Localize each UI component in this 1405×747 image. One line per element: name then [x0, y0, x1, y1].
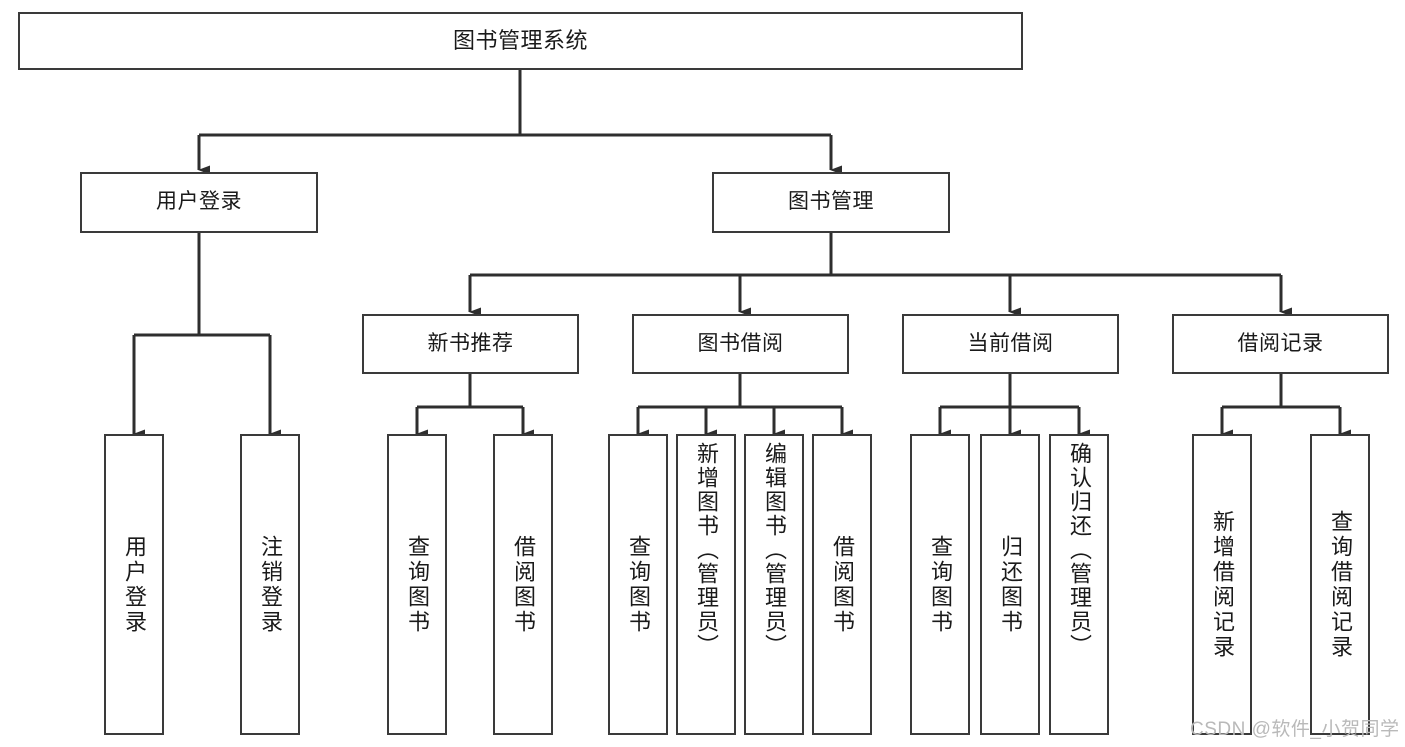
node-book-borrow-label: 图书借阅 — [697, 331, 784, 355]
node-leaf-borrow-book-1[interactable]: 借阅图书 — [493, 434, 553, 735]
node-leaf-add-record[interactable]: 新增借阅记录 — [1192, 434, 1252, 735]
node-root-label: 图书管理系统 — [452, 28, 588, 54]
node-root[interactable]: 图书管理系统 — [18, 12, 1023, 70]
node-user-login[interactable]: 用户登录 — [80, 172, 318, 233]
node-user-login-label: 用户登录 — [156, 190, 242, 214]
node-leaf-query-book-1[interactable]: 查询图书 — [387, 434, 447, 735]
node-leaf-query-record-label: 查询借阅记录 — [1328, 509, 1353, 660]
node-leaf-return-book[interactable]: 归还图书 — [980, 434, 1040, 735]
node-leaf-logout[interactable]: 注销登录 — [240, 434, 300, 735]
node-new-book-recommend[interactable]: 新书推荐 — [362, 314, 579, 374]
watermark-text: CSDN @软件_小贺同学 — [1190, 719, 1400, 740]
node-leaf-query-book-1-label: 查询图书 — [405, 534, 430, 635]
node-leaf-confirm-return[interactable]: 确认归还（管理员） — [1049, 434, 1109, 735]
node-current-borrow-label: 当前借阅 — [967, 331, 1054, 355]
node-leaf-add-book[interactable]: 新增图书（管理员） — [676, 434, 736, 735]
node-book-borrow[interactable]: 图书借阅 — [632, 314, 849, 374]
node-new-book-recommend-label: 新书推荐 — [427, 331, 514, 355]
node-leaf-borrow-book-1-label: 借阅图书 — [511, 534, 536, 635]
node-leaf-user-login[interactable]: 用户登录 — [104, 434, 164, 735]
node-book-manage-label: 图书管理 — [788, 190, 874, 214]
node-leaf-return-book-label: 归还图书 — [998, 534, 1023, 635]
node-leaf-logout-label: 注销登录 — [258, 534, 283, 635]
node-leaf-edit-book[interactable]: 编辑图书（管理员） — [744, 434, 804, 735]
node-leaf-add-record-label: 新增借阅记录 — [1210, 509, 1235, 660]
node-leaf-query-book-3[interactable]: 查询图书 — [910, 434, 970, 735]
node-leaf-query-book-3-label: 查询图书 — [928, 534, 953, 635]
node-leaf-confirm-return-label: 确认归还（管理员） — [1067, 442, 1092, 658]
node-leaf-borrow-book-2[interactable]: 借阅图书 — [812, 434, 872, 735]
node-leaf-query-book-2[interactable]: 查询图书 — [608, 434, 668, 735]
node-leaf-add-book-label: 新增图书（管理员） — [694, 442, 719, 658]
node-leaf-user-login-label: 用户登录 — [122, 534, 147, 635]
node-leaf-borrow-book-2-label: 借阅图书 — [830, 534, 855, 635]
node-leaf-query-book-2-label: 查询图书 — [626, 534, 651, 635]
node-borrow-record-label: 借阅记录 — [1237, 331, 1324, 355]
node-book-manage[interactable]: 图书管理 — [712, 172, 950, 233]
node-current-borrow[interactable]: 当前借阅 — [902, 314, 1119, 374]
node-borrow-record[interactable]: 借阅记录 — [1172, 314, 1389, 374]
node-leaf-query-record[interactable]: 查询借阅记录 — [1310, 434, 1370, 735]
node-leaf-edit-book-label: 编辑图书（管理员） — [762, 442, 787, 658]
